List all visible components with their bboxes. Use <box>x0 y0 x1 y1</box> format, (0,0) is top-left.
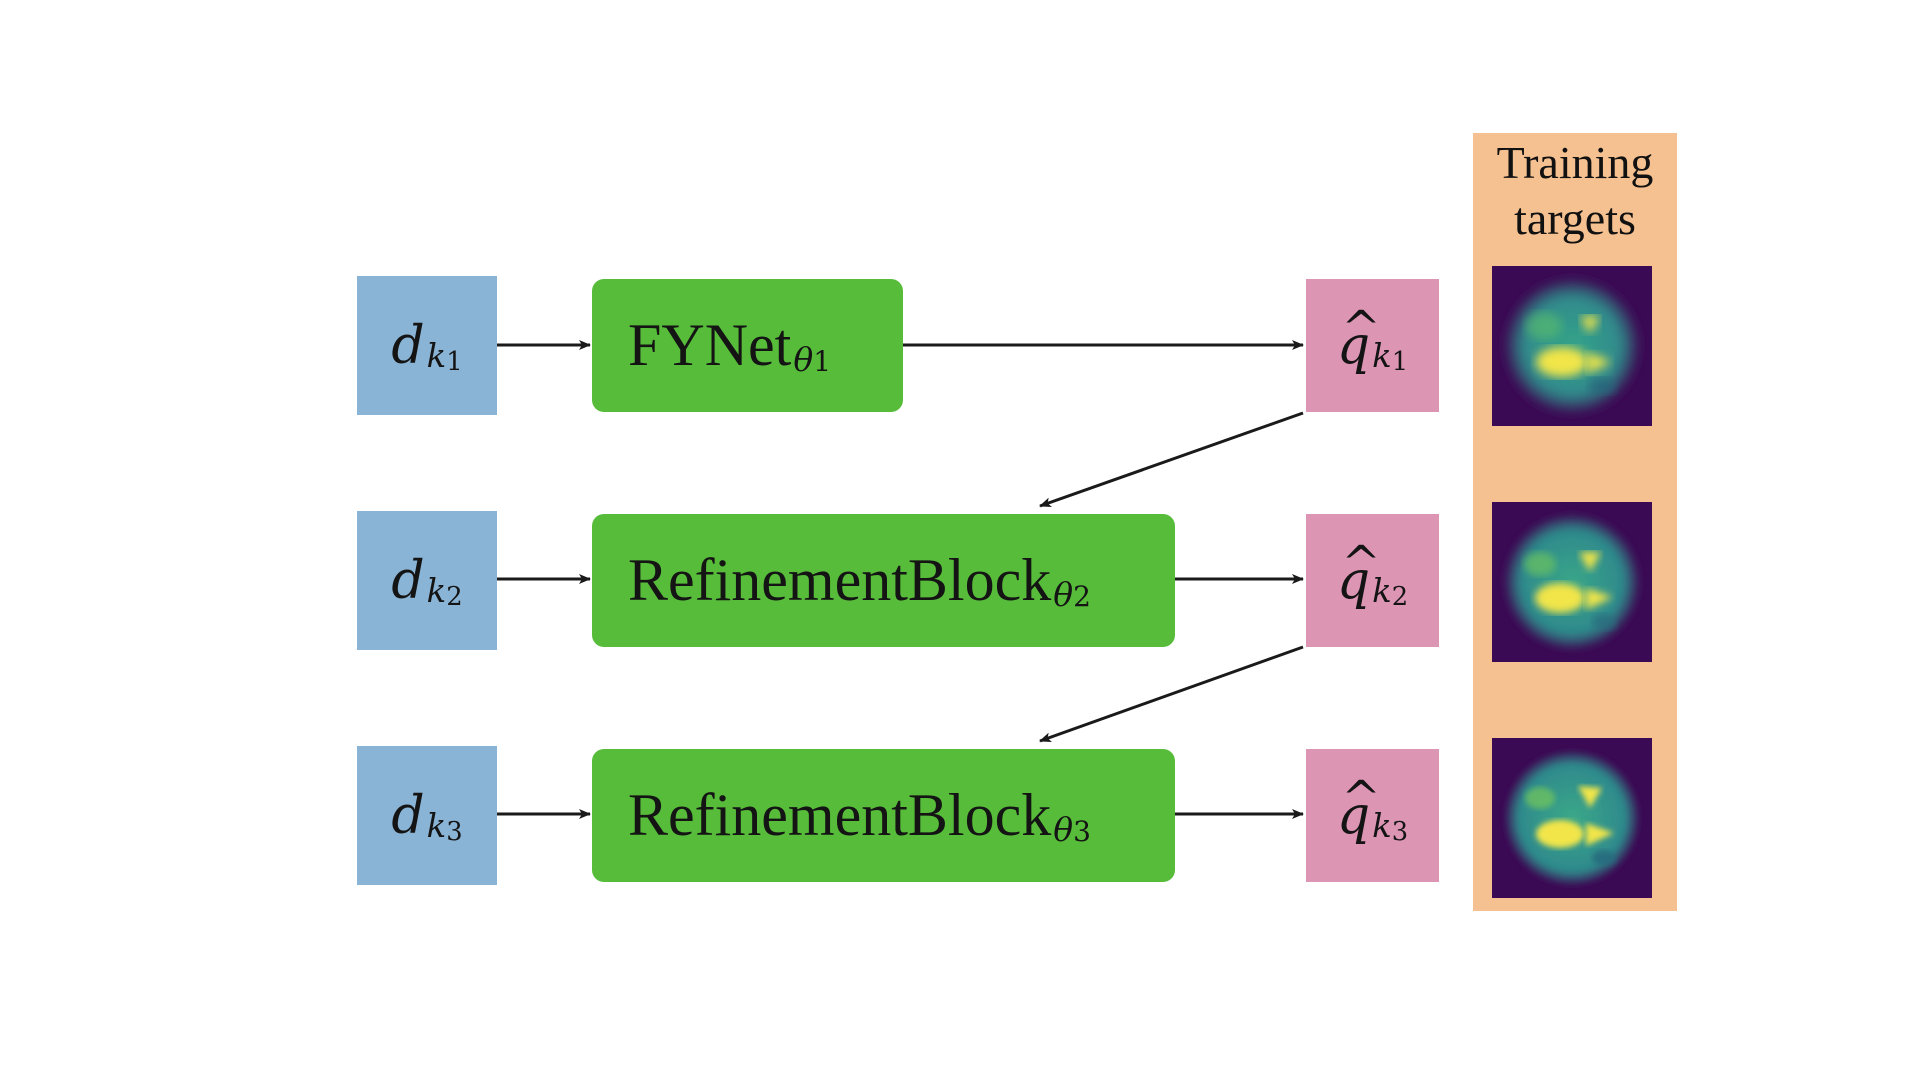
target-image-2-graphic <box>1504 514 1640 650</box>
output-subscript: k3 <box>1372 806 1409 847</box>
network-param-index: 3 <box>1073 814 1091 848</box>
output-hat: ^ <box>1341 302 1381 357</box>
network-param-index: 1 <box>813 344 832 378</box>
target-image-2 <box>1492 502 1652 662</box>
input-subscript: k3 <box>426 806 463 847</box>
training-targets-panel: Training targets <box>1473 133 1677 911</box>
output-letter: q <box>1336 785 1371 846</box>
input-symbol: d <box>391 550 425 611</box>
target-image-1-graphic <box>1504 278 1640 414</box>
target-image-1 <box>1492 266 1652 426</box>
output-subscript: k1 <box>1372 336 1409 377</box>
network-param: θ3 <box>1053 810 1091 849</box>
training-targets-title: Training targets <box>1496 137 1654 244</box>
network-param: θ2 <box>1053 575 1091 614</box>
input-subscript-k: k <box>426 571 447 610</box>
network-param-theta: θ <box>1053 809 1074 849</box>
output-letter: q <box>1336 550 1371 611</box>
network-param: θ1 <box>793 340 831 379</box>
network-name: FYNet <box>628 312 792 378</box>
network-name: RefinementBlock <box>628 782 1052 848</box>
input-symbol: d <box>391 785 425 846</box>
network-param-theta: θ <box>793 339 814 379</box>
target-image-3-graphic <box>1504 750 1640 886</box>
output-subscript-index: 2 <box>1391 581 1409 612</box>
output-symbol: ^q <box>1336 537 1381 611</box>
input-subscript-index: 2 <box>446 581 463 612</box>
target-image-3 <box>1492 738 1652 898</box>
output-subscript-k: k <box>1372 806 1392 845</box>
arrow-output1-to-refine2 <box>1039 411 1304 508</box>
output-subscript-index: 1 <box>1391 346 1409 377</box>
output-hat: ^ <box>1341 537 1381 592</box>
arrow-output2-to-refine3 <box>1039 645 1304 743</box>
input-subscript-k: k <box>426 336 447 375</box>
input-subscript-index: 1 <box>446 346 463 377</box>
network-param-index: 2 <box>1073 579 1091 613</box>
output-hat: ^ <box>1341 772 1381 827</box>
network-param-theta: θ <box>1053 574 1074 614</box>
output-symbol: ^q <box>1336 302 1381 376</box>
input-subscript-k: k <box>426 806 447 845</box>
output-subscript-k: k <box>1372 571 1392 610</box>
output-subscript-index: 3 <box>1391 816 1409 847</box>
output-subscript-k: k <box>1372 336 1392 375</box>
network-name: RefinementBlock <box>628 547 1052 613</box>
output-subscript: k2 <box>1372 571 1409 612</box>
input-subscript-index: 3 <box>446 816 463 847</box>
output-letter: q <box>1336 315 1371 376</box>
output-symbol: ^q <box>1336 772 1381 846</box>
input-subscript: k2 <box>426 571 463 612</box>
input-subscript: k1 <box>426 336 463 377</box>
input-symbol: d <box>391 315 425 376</box>
